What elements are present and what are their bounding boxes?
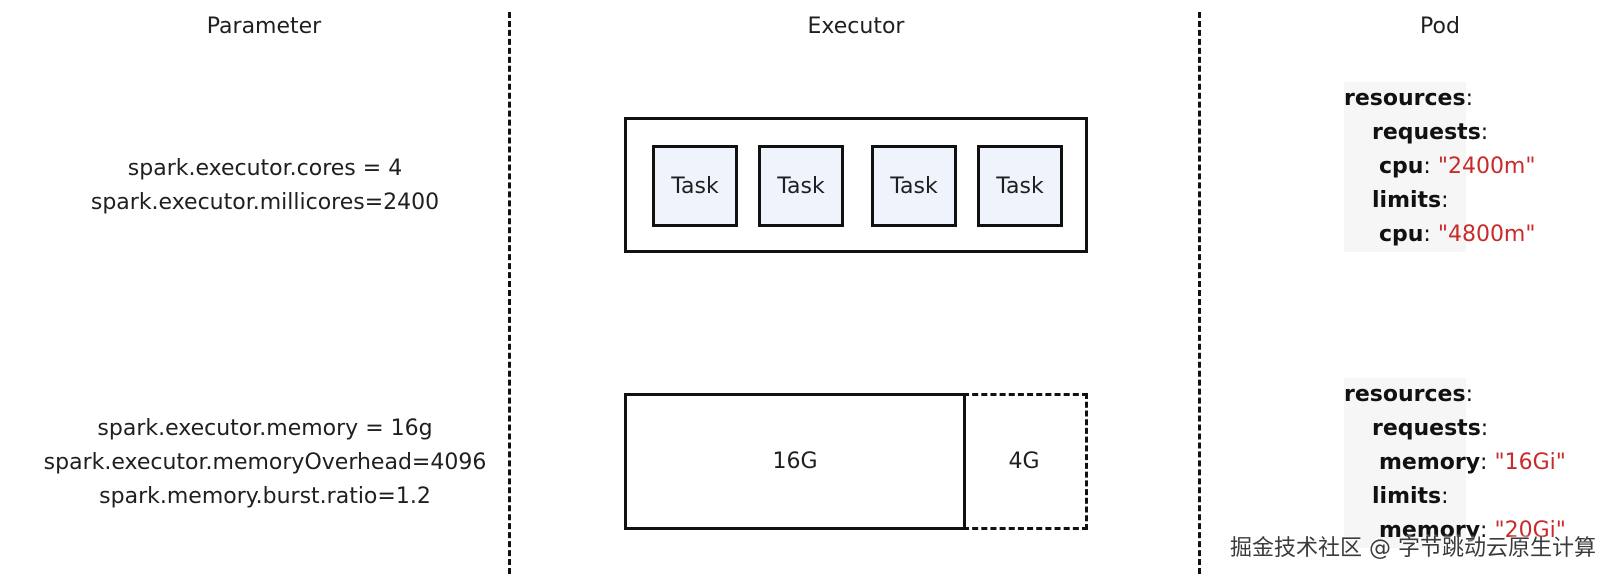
pod-column-title: Pod: [1420, 14, 1460, 39]
yaml-line-limit-cpu: cpu: "4800m": [1378, 222, 1536, 247]
executor-cpu-box: Task Task Task Task: [624, 117, 1088, 253]
task-box-4: Task: [977, 145, 1063, 227]
parameter-column-title: Parameter: [206, 14, 322, 39]
yaml-line-request-memory: memory: "16Gi": [1378, 450, 1566, 475]
param-executor-memory: spark.executor.memory = 16g: [97, 416, 433, 441]
task-box-2: Task: [758, 145, 844, 227]
pod-cpu-yaml: resources: requests: cpu: "2400m" limits…: [1344, 82, 1536, 252]
param-memory-overhead: spark.executor.memoryOverhead=4096: [43, 450, 487, 475]
yaml-line-resources: resources:: [1344, 86, 1473, 111]
yaml-line-resources: resources:: [1344, 382, 1473, 407]
yaml-line-requests: requests:: [1371, 120, 1489, 145]
executor-memory-box: 16G: [624, 393, 966, 530]
column-divider-right: [1198, 12, 1201, 574]
yaml-line-requests: requests:: [1371, 416, 1489, 441]
task-box-3: Task: [871, 145, 957, 227]
yaml-line-limits: limits:: [1371, 484, 1449, 509]
watermark: 掘金技术社区 @ 字节跳动云原生计算: [1230, 536, 1596, 561]
param-executor-millicores: spark.executor.millicores=2400: [90, 190, 440, 215]
yaml-line-limit-memory: memory: "20Gi": [1378, 518, 1566, 543]
column-divider-left: [508, 12, 511, 574]
task-box-1: Task: [652, 145, 738, 227]
yaml-line-limits: limits:: [1371, 188, 1449, 213]
memory-parameters: spark.executor.memory = 16g spark.execut…: [30, 412, 500, 514]
param-burst-ratio: spark.memory.burst.ratio=1.2: [99, 484, 431, 509]
yaml-line-request-cpu: cpu: "2400m": [1378, 154, 1536, 179]
pod-memory-yaml: resources: requests: memory: "16Gi" limi…: [1344, 378, 1566, 548]
param-executor-cores: spark.executor.cores = 4: [127, 156, 403, 181]
executor-column-title: Executor: [807, 14, 905, 39]
cpu-parameters: spark.executor.cores = 4 spark.executor.…: [40, 152, 490, 220]
executor-overhead-box: 4G: [963, 393, 1088, 530]
